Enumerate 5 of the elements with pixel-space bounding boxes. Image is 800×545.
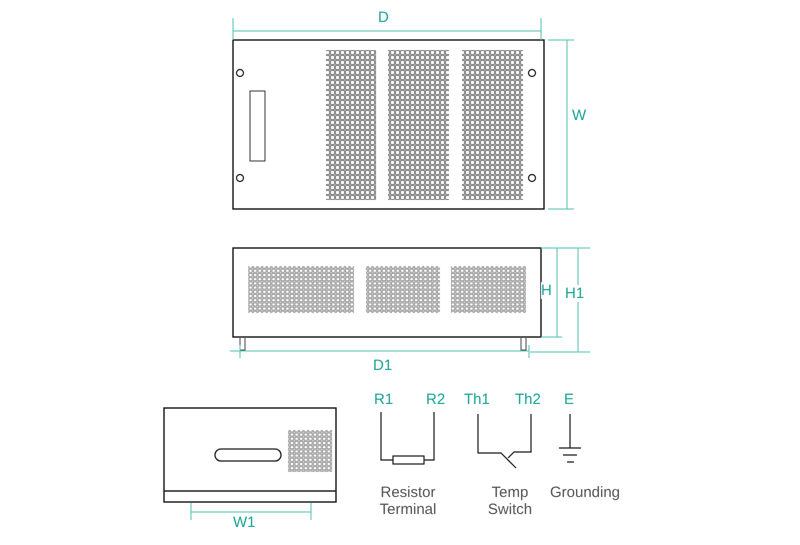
dimension-label: H1 xyxy=(565,285,584,302)
dimension-label: H xyxy=(541,282,552,299)
symbol-caption: Temp Switch xyxy=(486,484,534,518)
symbol-caption: Grounding xyxy=(548,484,622,501)
symbol-caption: Resistor Terminal xyxy=(378,484,438,518)
